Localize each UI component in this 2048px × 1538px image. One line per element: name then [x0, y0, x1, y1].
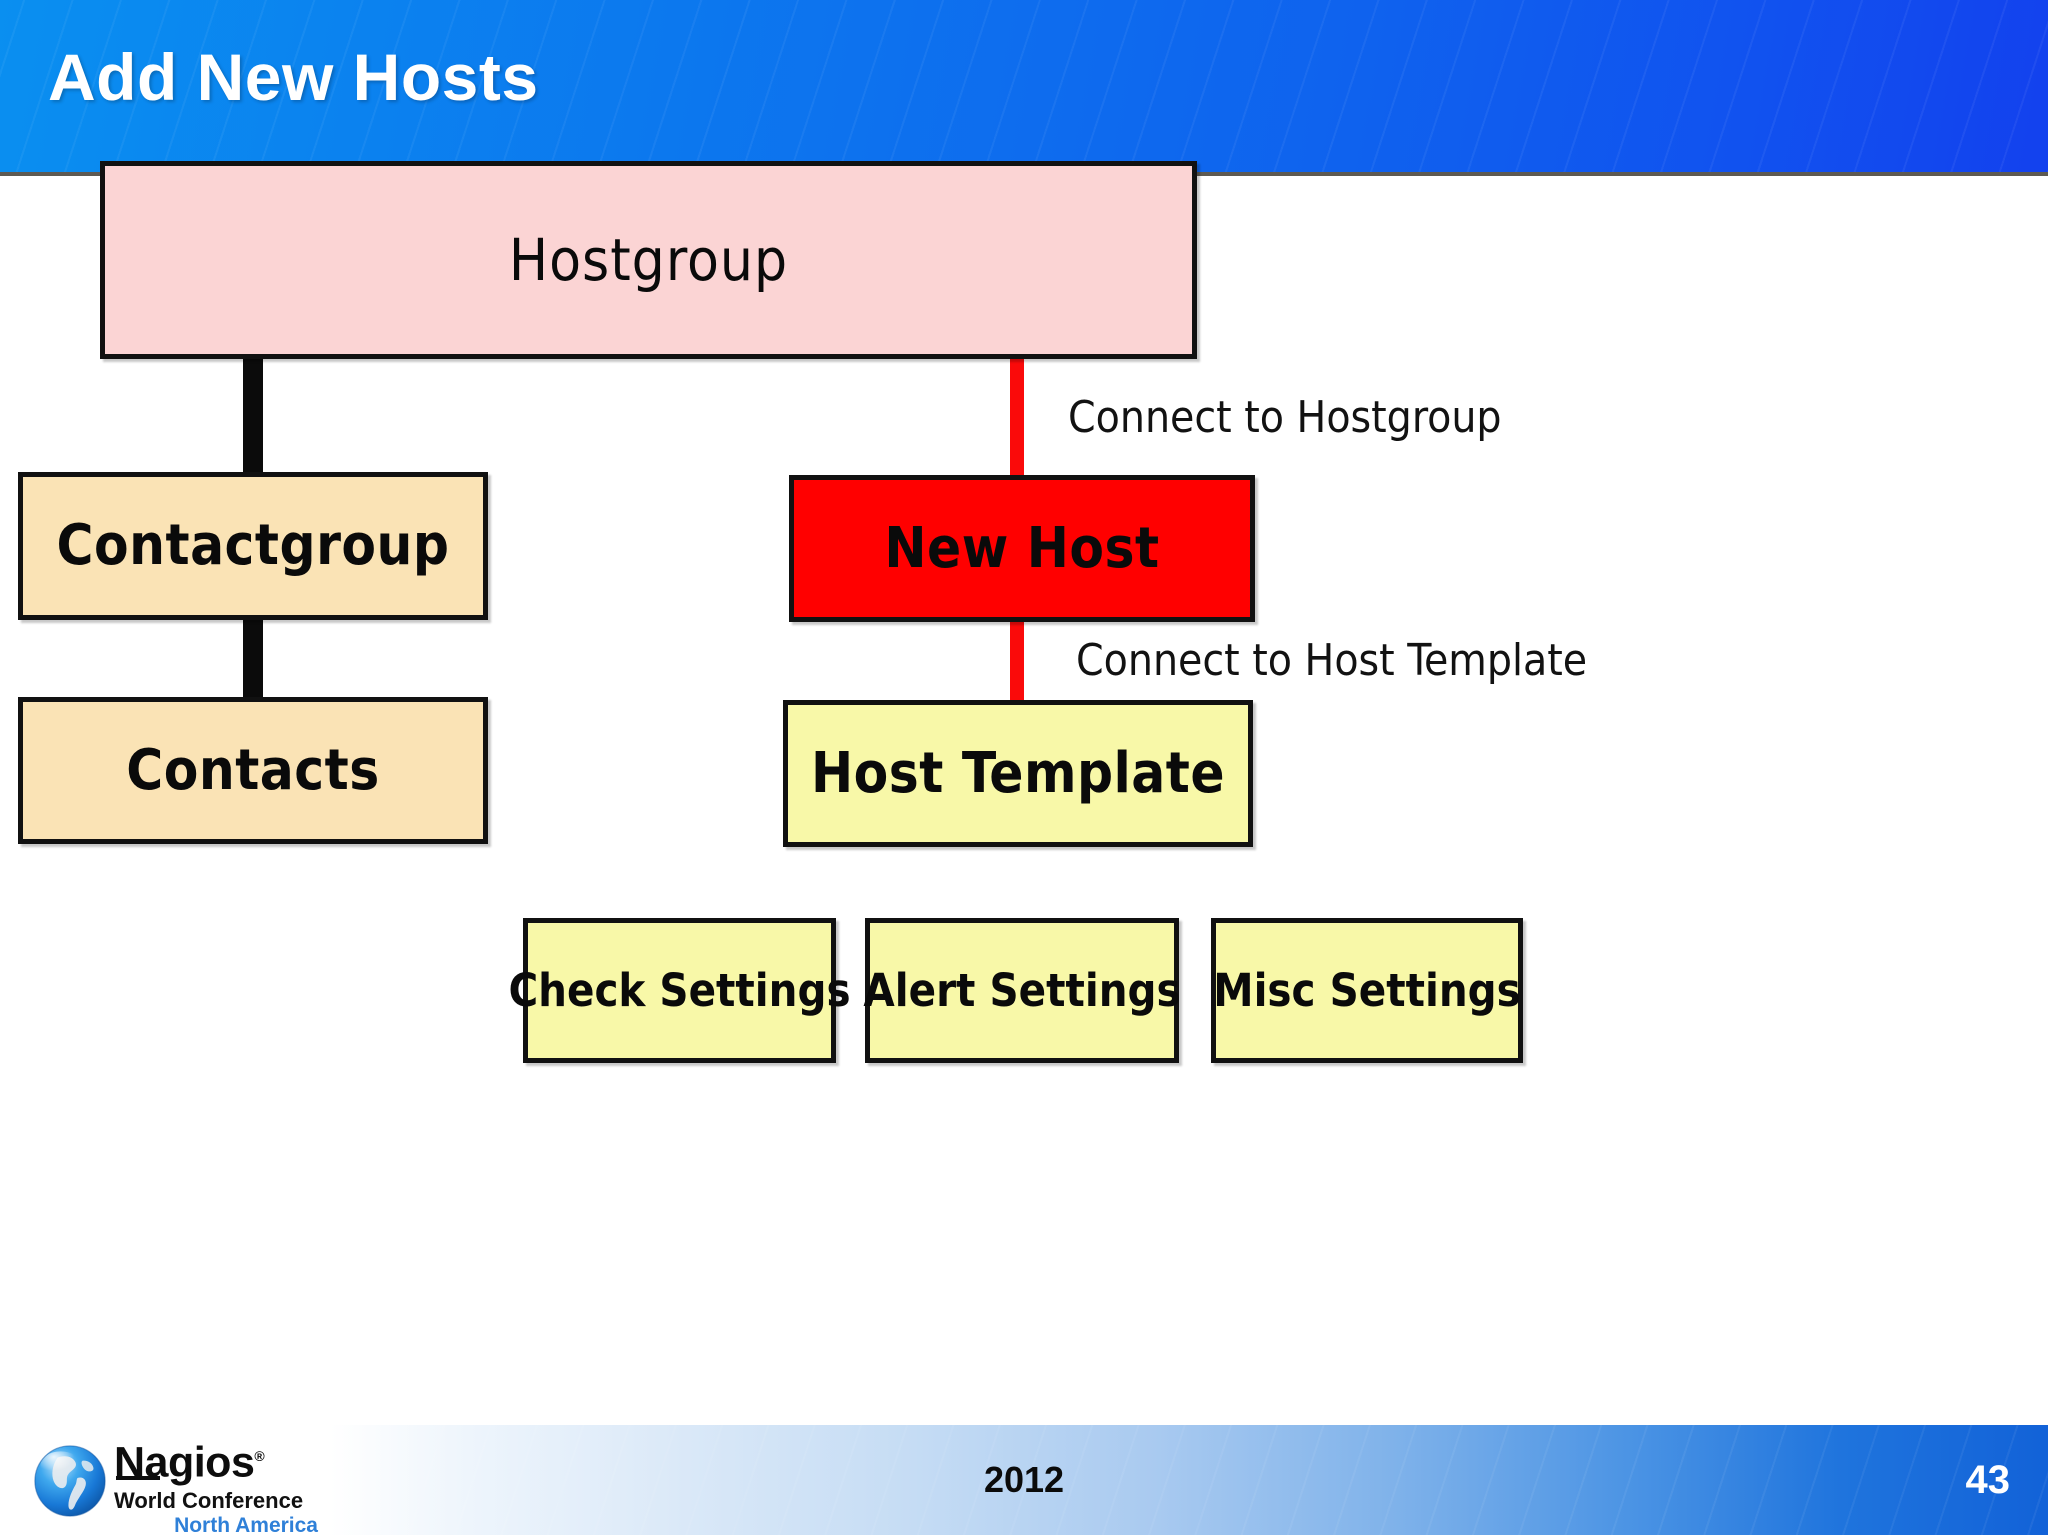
node-contacts-label: Contacts: [126, 737, 380, 803]
node-check-settings-label: Check Settings: [508, 964, 851, 1017]
connector-hostgroup-contactgroup: [243, 356, 263, 480]
node-new-host-label: New Host: [884, 515, 1160, 581]
node-contactgroup-label: Contactgroup: [56, 513, 450, 578]
connector-contactgroup-contacts: [243, 614, 263, 704]
nagios-underline: [116, 1476, 160, 1480]
connector-hostgroup-newhost: [1010, 356, 1024, 482]
footer-texture: [330, 1425, 2048, 1535]
logo-subtitle-world-conference: World Conference: [114, 1488, 304, 1514]
page-number: 43: [1965, 1457, 2011, 1502]
node-misc-settings-label: Misc Settings: [1213, 964, 1521, 1017]
node-contacts[interactable]: Contacts: [18, 697, 488, 844]
nagios-logo: Nagios® World Conference North America: [26, 1432, 326, 1537]
connector-newhost-hosttemplate: [1010, 616, 1024, 708]
globe-icon: [34, 1445, 106, 1517]
node-check-settings[interactable]: Check Settings: [508, 918, 851, 1063]
edge-label-connect-to-hostgroup: Connect to Hostgroup: [1068, 392, 1502, 443]
diagram-canvas: Connect to Hostgroup Connect to Host Tem…: [0, 161, 2048, 1426]
node-contactgroup[interactable]: Contactgroup: [18, 472, 488, 620]
slide-header: Add New Hosts: [0, 0, 2048, 175]
node-host-template-label: Host Template: [810, 740, 1226, 806]
node-new-host[interactable]: New Host: [789, 475, 1255, 622]
node-hostgroup-label: Hostgroup: [508, 226, 789, 294]
edge-label-connect-to-host-template: Connect to Host Template: [1076, 635, 1588, 686]
registered-mark-icon: ®: [254, 1448, 265, 1464]
node-hostgroup[interactable]: Hostgroup: [100, 161, 1197, 359]
node-alert-settings-label: Alert Settings: [863, 964, 1181, 1017]
nagios-logo-text: Nagios® World Conference North America: [114, 1432, 324, 1538]
node-misc-settings[interactable]: Misc Settings: [1211, 918, 1523, 1063]
node-host-template[interactable]: Host Template: [783, 700, 1253, 847]
logo-subtitle-north-america: North America: [174, 1514, 318, 1538]
page-title: Add New Hosts: [48, 40, 539, 114]
node-alert-settings[interactable]: Alert Settings: [863, 918, 1181, 1063]
footer-gradient-bar: [330, 1425, 2048, 1535]
nagios-wordmark: Nagios®: [114, 1432, 324, 1486]
